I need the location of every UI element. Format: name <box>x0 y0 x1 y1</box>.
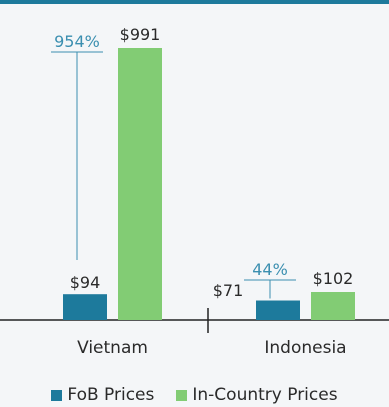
markup-label-vietnam: 954% <box>54 32 100 51</box>
bar-fob-vietnam <box>63 294 107 320</box>
legend-swatch-fob <box>51 389 63 401</box>
bar-in-country-vietnam <box>118 48 162 320</box>
data-label-fob-vietnam: $94 <box>70 273 101 292</box>
bar-chart: $94 $991 954% Vietnam $71 $102 44% Indonesia <box>0 25 389 358</box>
legend-item-in-country: In-Country Prices <box>176 385 338 405</box>
top-accent-band <box>0 0 389 4</box>
legend-label-fob: FoB Prices <box>67 385 155 405</box>
legend-swatch-in-country <box>176 389 188 401</box>
chart-legend: FoB Prices In-Country Prices <box>0 384 389 406</box>
data-label-in-country-indonesia: $102 <box>313 269 354 288</box>
data-label-fob-indonesia: $71 <box>213 281 244 300</box>
bar-in-country-indonesia <box>311 292 355 320</box>
bar-fob-indonesia <box>256 300 300 320</box>
data-label-in-country-vietnam: $991 <box>120 25 161 44</box>
legend-item-fob: FoB Prices <box>51 385 154 405</box>
legend-label-in-country: In-Country Prices <box>192 385 338 405</box>
markup-label-indonesia: 44% <box>252 260 288 279</box>
category-label-vietnam: Vietnam <box>77 338 148 358</box>
category-label-indonesia: Indonesia <box>264 338 346 358</box>
